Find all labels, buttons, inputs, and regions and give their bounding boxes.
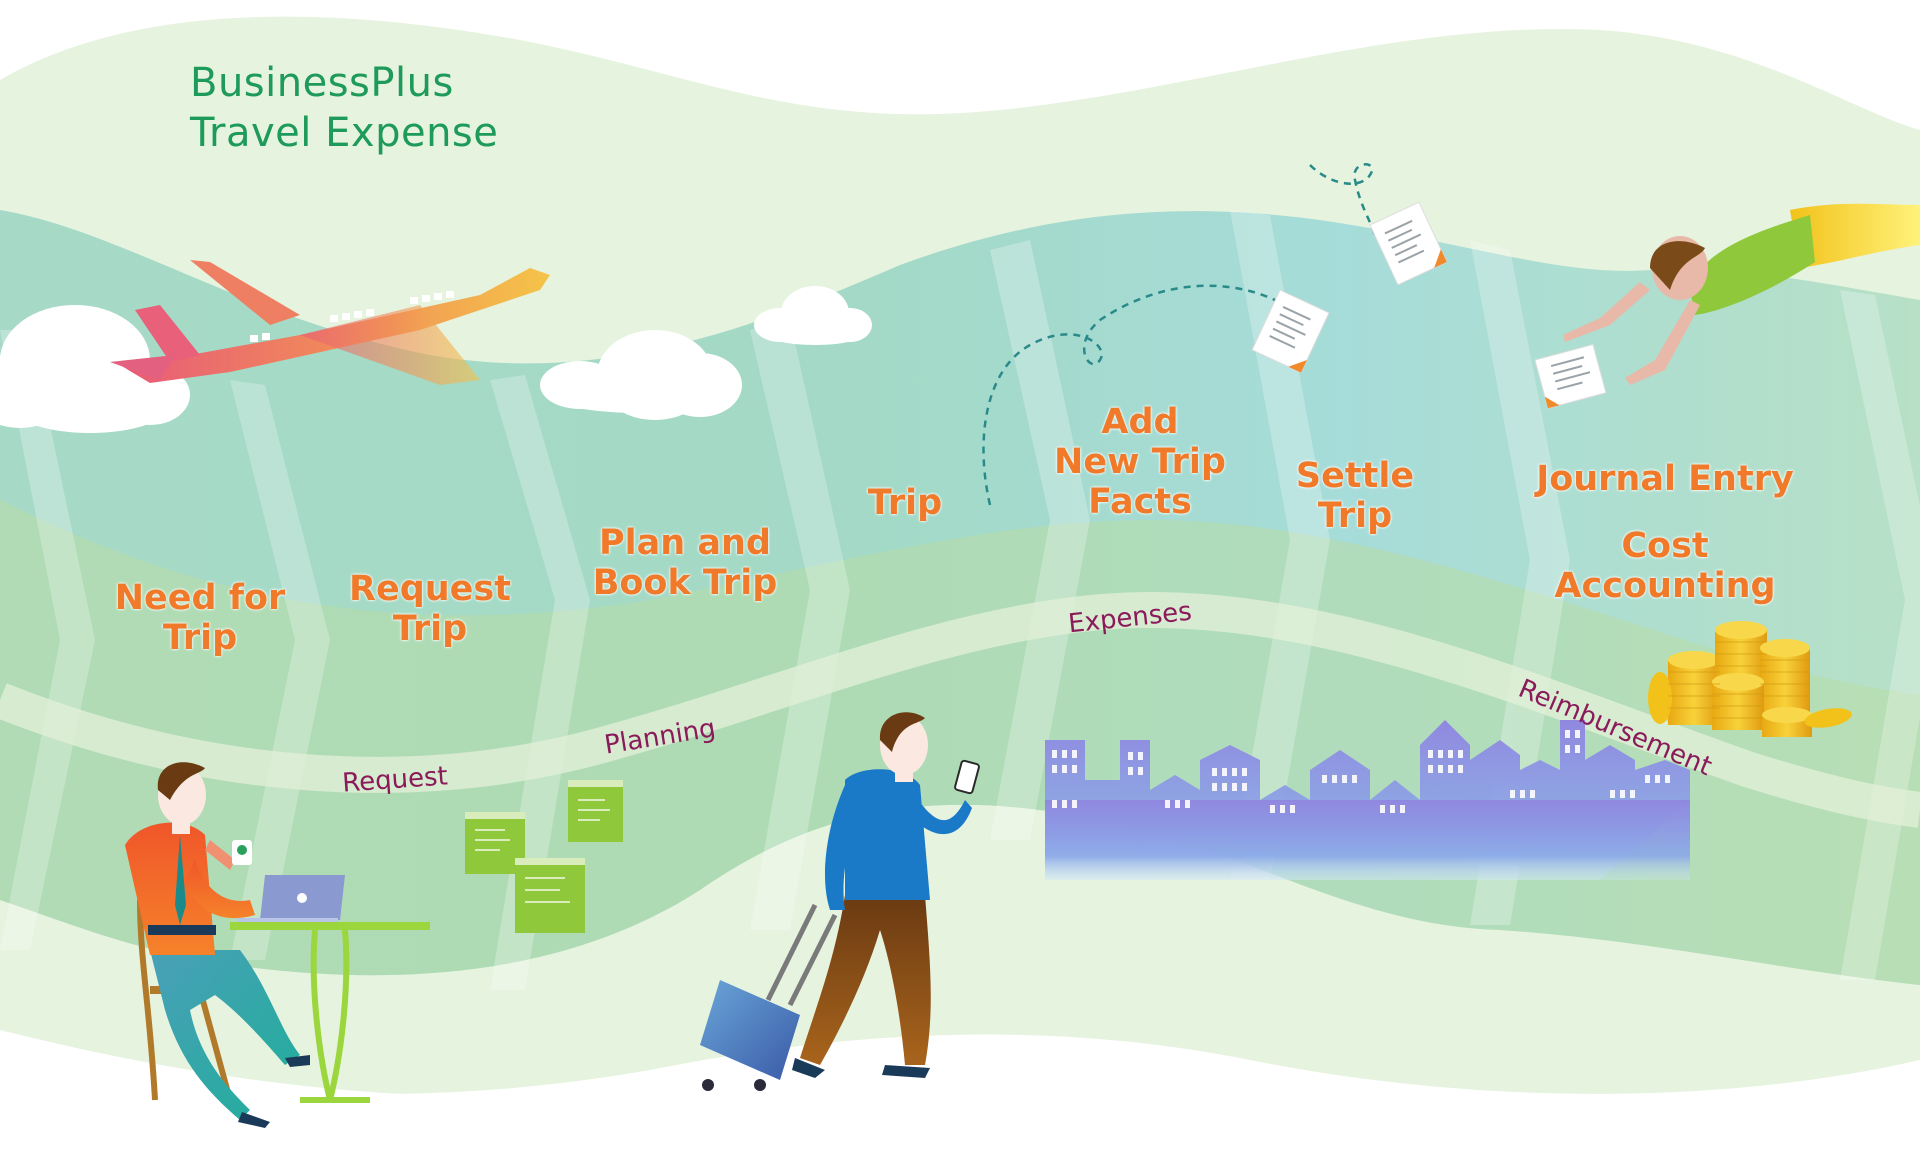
coin-stack-icon: [1648, 621, 1852, 737]
step-settle-trip: Settle Trip: [1295, 456, 1415, 536]
step-add-new-trip-facts: Add New Trip Facts: [1054, 402, 1226, 522]
flow-curve: [0, 591, 1920, 828]
person-at-laptop-icon: [125, 762, 430, 1128]
step-need-for-trip: Need for Trip: [114, 578, 286, 658]
step-request-trip: Request Trip: [349, 569, 511, 649]
document-icon: [1369, 201, 1448, 286]
step-cost-accounting: Cost Accounting: [1554, 526, 1776, 606]
traveler-with-suitcase-icon: [700, 712, 980, 1091]
cloud-icon: [540, 330, 742, 420]
bottom-wave: [0, 1034, 1920, 1162]
title-line-1: BusinessPlus: [190, 60, 454, 106]
dashed-path: [1309, 163, 1377, 236]
diagram-title: BusinessPlus Travel Expense: [190, 58, 498, 158]
step-trip: Trip: [867, 483, 943, 523]
dashed-path: [982, 284, 1286, 506]
step-journal-entry: Journal Entry: [1536, 459, 1794, 499]
web-page-icon: [465, 780, 623, 933]
step-plan-and-book-trip: Plan and Book Trip: [592, 523, 778, 603]
document-icon: [1251, 289, 1330, 374]
airplane-icon: [110, 260, 550, 385]
cloud-icon: [754, 286, 872, 345]
title-line-2: Travel Expense: [190, 110, 499, 156]
document-icon: [1534, 343, 1607, 409]
flying-person-icon: [1563, 203, 1920, 385]
city-skyline-icon: [1045, 720, 1690, 880]
